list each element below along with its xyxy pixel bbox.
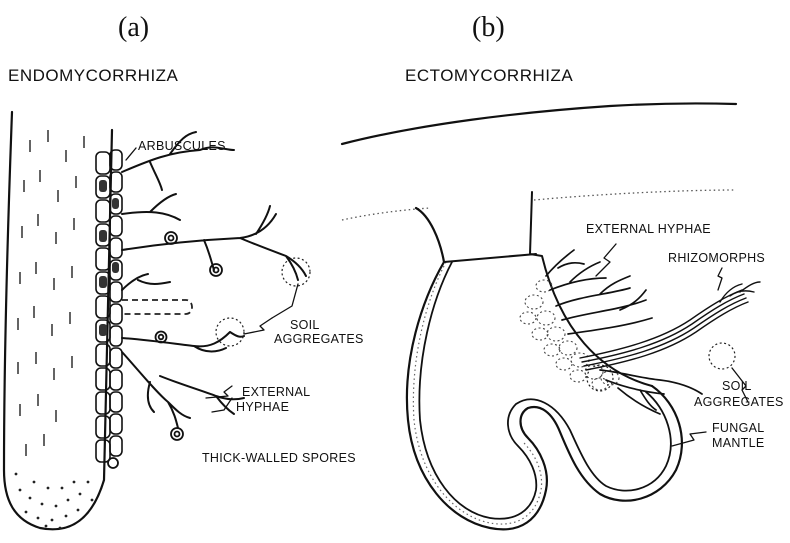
soil-surface-line <box>342 103 736 144</box>
ecto-soil-label: SOIL <box>722 379 752 393</box>
endo-external-hyphae <box>122 132 306 428</box>
endo-hyphae-label: HYPHAE <box>236 400 289 414</box>
rhizomorphs <box>580 282 760 370</box>
fungal-label: FUNGAL <box>712 421 765 435</box>
ecto-root-outline <box>407 208 682 529</box>
endomycorrhiza-root <box>4 112 112 529</box>
spores-label: THICK-WALLED SPORES <box>202 451 356 465</box>
endo-external-label: EXTERNAL <box>242 385 310 399</box>
hartig-net-cells <box>520 280 619 390</box>
endo-soil-label: SOIL <box>290 318 320 332</box>
endo-aggregates-label: AGGREGATES <box>274 332 364 346</box>
arbuscules-label: ARBUSCULES <box>138 139 226 153</box>
mantle-label: MANTLE <box>712 436 765 450</box>
soil-boundary <box>342 208 430 220</box>
ecto-external-hyphae-label: EXTERNAL HYPHAE <box>586 222 711 236</box>
rhizomorphs-label: RHIZOMORPHS <box>668 251 765 265</box>
dashed-root-hair <box>122 300 192 314</box>
endo-pointers <box>126 148 298 412</box>
ecto-aggregates-label: AGGREGATES <box>694 395 784 409</box>
